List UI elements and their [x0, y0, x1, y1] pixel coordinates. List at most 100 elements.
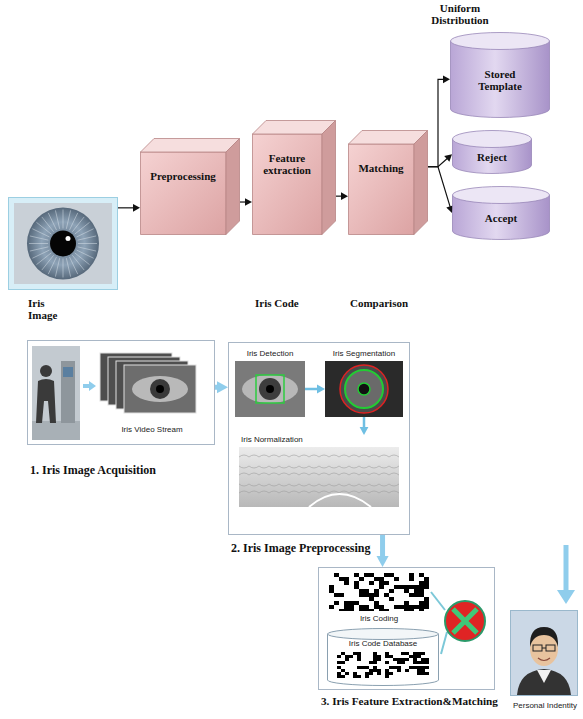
drawing-shape: [421, 661, 425, 664]
drawing-shape: [364, 605, 369, 609]
drawing-shape: [417, 655, 421, 658]
drawing-shape: [404, 609, 409, 611]
drawing-shape: [340, 365, 388, 413]
drawing-shape: [32, 346, 80, 440]
drawing-shape: [365, 675, 369, 678]
drawing-shape: [399, 585, 404, 589]
down-arrow-head: [557, 590, 575, 604]
drawing-shape: [533, 645, 542, 651]
drawing-shape: [431, 592, 445, 610]
image-caption: Iris Code Database: [327, 639, 439, 649]
drawing-shape: [354, 585, 359, 589]
drawing-shape: [369, 597, 374, 601]
drawing-shape: [424, 581, 429, 585]
drawing-shape: [385, 669, 389, 672]
result-cylinder: Reject: [452, 130, 532, 174]
flow-arrow: [428, 154, 452, 167]
drawing-shape: [259, 378, 281, 400]
drawing-shape: [389, 666, 393, 669]
drawing-shape: [75, 222, 90, 234]
drawing-shape: [27, 208, 99, 280]
drawing-shape: [253, 134, 323, 235]
iris-code-image: [329, 573, 429, 611]
drawing-shape: [344, 601, 349, 605]
drawing-shape: [357, 652, 361, 655]
drawing-shape: [425, 666, 429, 669]
drawing-shape: [377, 655, 381, 658]
drawing-shape: [511, 611, 577, 695]
drawing-shape: [379, 605, 384, 609]
drawing-shape: [419, 609, 424, 611]
drawing-shape: [445, 601, 485, 641]
drawing-shape: [322, 121, 336, 235]
arrow-line: [118, 207, 134, 208]
drawing-shape: [364, 573, 369, 577]
text-holder: Iris Code: [255, 297, 299, 309]
drawing-shape: [337, 655, 341, 658]
drawing-shape: [414, 131, 428, 235]
normalized-strip: [239, 447, 399, 507]
stage-title: 2. Iris Image Preprocessing: [231, 541, 371, 555]
drawing-shape: [341, 669, 345, 672]
drawing-shape: [55, 210, 59, 229]
drawing-shape: [421, 672, 425, 675]
drawing-shape: [334, 601, 339, 605]
drawing-shape: [409, 585, 414, 589]
drawing-shape: [409, 593, 414, 597]
drawing-shape: [413, 658, 417, 661]
drawing-shape: [357, 658, 361, 661]
drawing-shape: [384, 593, 389, 597]
acquisition-scene: [28, 341, 214, 444]
drawing-shape: [413, 666, 417, 669]
drawing-shape: [354, 573, 359, 577]
drawing-shape: [329, 589, 334, 593]
database-cylinder: Iris Code Database: [327, 628, 439, 686]
drawing-shape: [345, 655, 349, 658]
drawing-shape: [361, 666, 365, 669]
drawing-shape: [132, 376, 188, 402]
drawing-shape: [63, 210, 64, 229]
drawing-shape: [374, 601, 379, 605]
drawing-shape: [413, 652, 417, 655]
drawing-shape: [413, 661, 417, 664]
drawing-shape: [374, 593, 379, 597]
drawing-shape: [421, 669, 425, 672]
drawing-shape: [32, 229, 49, 237]
flow-arrow: [428, 75, 450, 166]
drawing-shape: [379, 585, 384, 589]
step-image: Iris Detection: [235, 349, 305, 417]
drawing-shape: [374, 605, 379, 609]
arrow-line: [305, 388, 319, 391]
drawing-shape: [421, 658, 425, 661]
drawing-shape: [399, 605, 404, 609]
drawing-shape: [9, 198, 118, 290]
drawing-shape: [70, 257, 78, 274]
drawing-shape: [405, 658, 409, 661]
drawing-shape: [409, 609, 414, 611]
drawing-shape: [453, 187, 550, 204]
drawing-shape: [55, 258, 59, 277]
drawing-shape: [373, 666, 377, 669]
drawing-shape: [419, 601, 424, 605]
drawing-shape: [78, 236, 97, 240]
flow-arrow: [376, 535, 388, 567]
stage-panel: 2. Iris Image PreprocessingIris Detectio…: [228, 342, 410, 535]
image-caption: Iris Normalization: [241, 435, 399, 445]
text-holder: Personal Indentity: [503, 701, 583, 711]
arrow-line: [380, 535, 385, 558]
drawing-shape: [48, 257, 56, 274]
drawing-shape: [239, 491, 399, 493]
drawing-shape: [425, 658, 429, 661]
drawing-shape: [365, 672, 369, 675]
drawing-shape: [226, 139, 240, 235]
eye-image: [235, 361, 305, 417]
drawing-shape: [401, 661, 405, 664]
drawing-shape: [393, 666, 397, 669]
drawing-shape: [359, 593, 364, 597]
arrow-head: [443, 75, 450, 83]
step-image: Iris Normalization: [239, 435, 399, 507]
stage-label: Comparison: [350, 297, 408, 309]
drawing-shape: [419, 573, 424, 577]
drawing-shape: [417, 661, 421, 664]
